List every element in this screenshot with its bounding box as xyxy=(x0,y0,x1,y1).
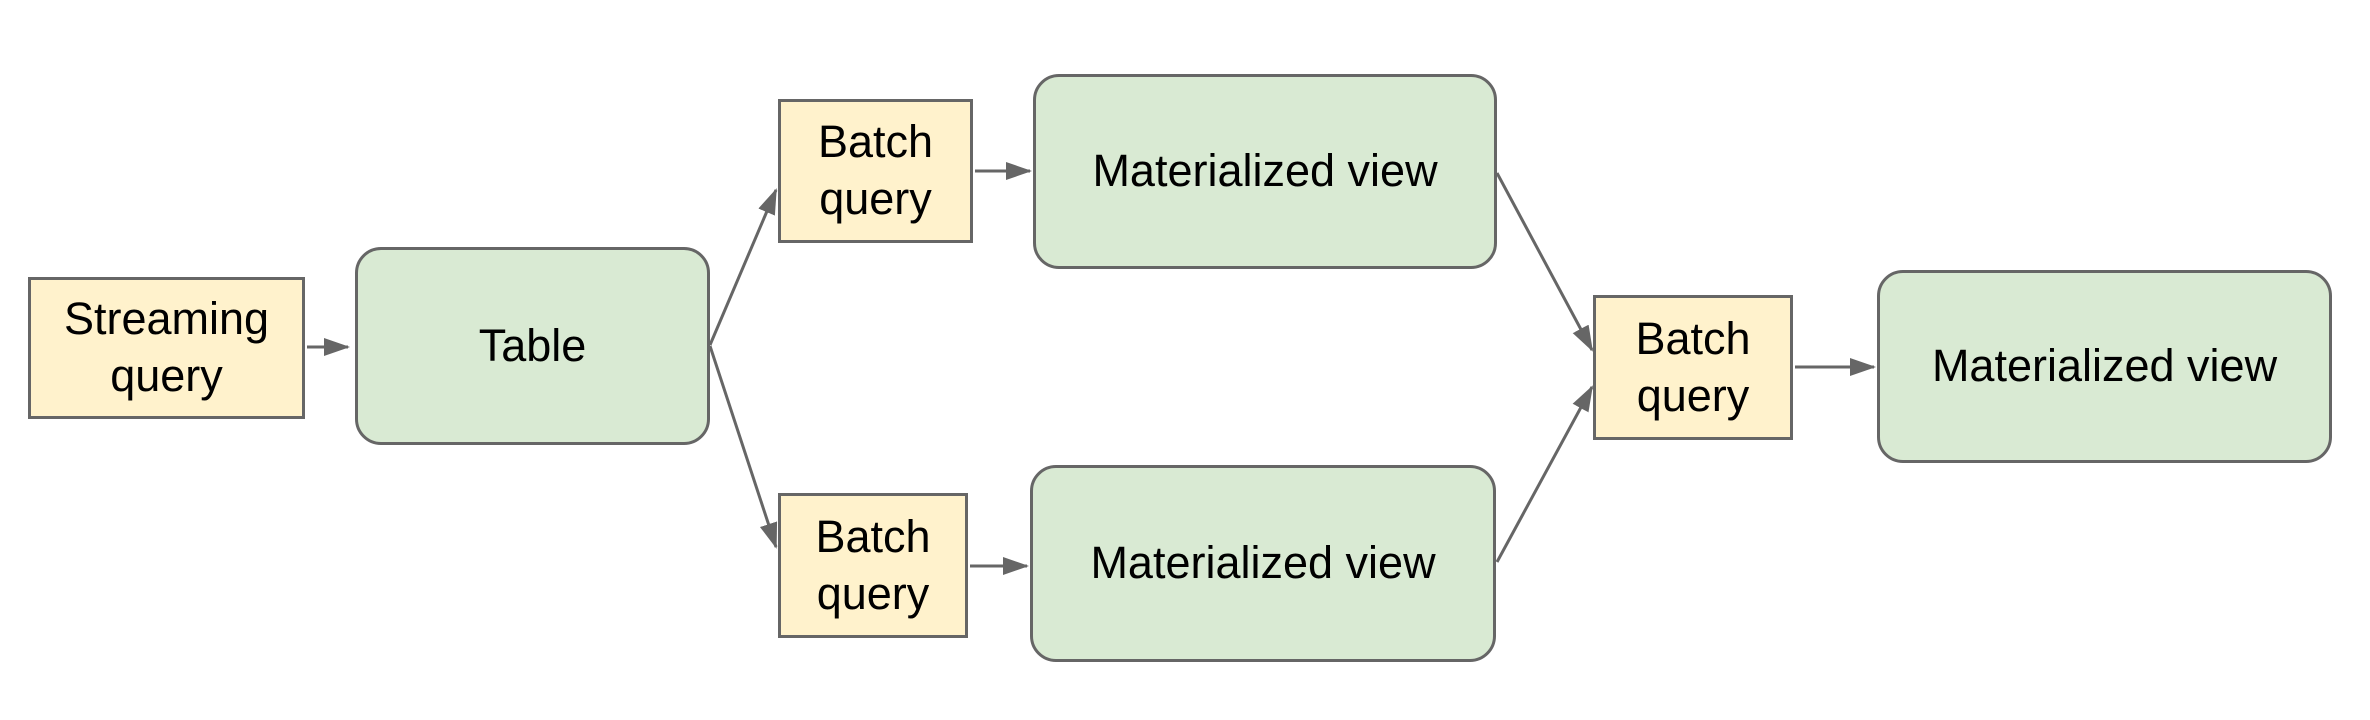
node-materialized-view-bottom: Materialized view xyxy=(1030,465,1496,662)
node-streaming-query: Streaming query xyxy=(28,277,305,419)
node-materialized-view-bottom-label: Materialized view xyxy=(1090,537,1436,589)
node-batch-query-right-label: Batch query xyxy=(1635,312,1751,421)
node-materialized-view-top-label: Materialized view xyxy=(1092,145,1438,197)
node-table: Table xyxy=(355,247,710,445)
node-batch-query-top-label: Batch query xyxy=(817,116,934,224)
arrow-materialized-view-bottom-to-batch-query-right xyxy=(1495,385,1594,563)
node-materialized-view-right-label: Materialized view xyxy=(1931,340,2278,392)
node-streaming-query-label: Streaming query xyxy=(63,293,270,401)
node-materialized-view-top: Materialized view xyxy=(1033,74,1497,269)
node-batch-query-right: Batch query xyxy=(1593,295,1793,440)
arrow-table-to-batch-query-top xyxy=(708,188,778,346)
node-batch-query-bottom-label: Batch query xyxy=(815,510,931,619)
node-materialized-view-right: Materialized view xyxy=(1877,270,2332,463)
node-batch-query-bottom: Batch query xyxy=(778,493,968,638)
arrow-materialized-view-top-to-batch-query-right xyxy=(1495,172,1594,352)
arrow-table-to-batch-query-bottom xyxy=(708,345,778,549)
node-table-label: Table xyxy=(478,319,587,371)
node-batch-query-top: Batch query xyxy=(778,99,973,243)
